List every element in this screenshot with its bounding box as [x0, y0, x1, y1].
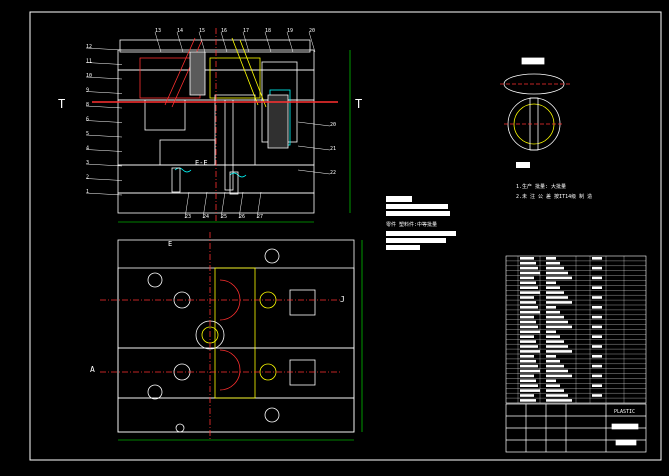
callout-number: 23 — [185, 214, 191, 220]
front-section-view — [92, 28, 351, 223]
bill-of-materials — [505, 255, 647, 404]
plan-mark-j: J — [340, 295, 345, 304]
part-detail-view — [500, 57, 570, 151]
plan-mark-e: E — [168, 240, 172, 248]
callout-number: 6 — [86, 117, 89, 123]
notes-heading-bar — [516, 162, 530, 168]
callout-number: 8 — [86, 102, 89, 108]
callout-number: 5 — [86, 131, 89, 137]
callout-number: 20 — [330, 122, 336, 128]
section-mark-right: T — [355, 97, 362, 111]
callout-number: 2 — [86, 175, 89, 181]
callout-number: 27 — [257, 214, 263, 220]
callout-number: 3 — [86, 160, 89, 166]
callouts-left: 12 11 10 9 8 6 5 4 3 2 1 — [85, 44, 123, 196]
callout-number: 4 — [86, 146, 89, 152]
title-block-drawing-title: PLASTIC — [614, 409, 635, 415]
center-note: 零件 塑料件:中等批量 — [386, 221, 437, 228]
callout-number: 16 — [221, 28, 227, 34]
callouts-top: 13 14 15 16 17 18 19 20 — [154, 28, 316, 53]
callouts-bottom: 23 24 25 26 27 — [184, 191, 263, 220]
section-mark-left: T — [58, 97, 65, 111]
callout-number: 25 — [221, 214, 227, 220]
callout-number: 12 — [86, 44, 92, 50]
callout-number: 26 — [239, 214, 245, 220]
callout-number: 1 — [86, 189, 89, 195]
callout-number: 19 — [287, 28, 293, 34]
callout-number: 20 — [309, 28, 315, 34]
callout-number: 18 — [265, 28, 271, 34]
top-clamp-plate — [119, 39, 311, 53]
callout-number: 13 — [155, 28, 161, 34]
callout-number: 9 — [86, 88, 89, 94]
tech-note-2: 2.未 注 公 差 按IT14级 制 造 — [516, 193, 592, 200]
callout-number: 14 — [177, 28, 183, 34]
title-block — [505, 403, 647, 453]
callout-number: 22 — [330, 170, 336, 176]
plan-outline — [117, 239, 355, 433]
callout-number: 17 — [243, 28, 249, 34]
drawing-frame — [29, 11, 662, 461]
callout-number: 15 — [199, 28, 205, 34]
plan-mark-a: A — [90, 365, 95, 374]
callout-number: 10 — [86, 73, 92, 79]
callouts-right: 20 21 22 — [297, 121, 336, 176]
section-view-label: E-E — [195, 159, 208, 167]
callout-number: 24 — [203, 214, 209, 220]
callout-number: 21 — [330, 146, 336, 152]
plan-view — [100, 232, 363, 441]
tech-note-1: 1.生产 批量: 大批量 — [516, 183, 566, 190]
callout-number: 11 — [86, 59, 92, 65]
